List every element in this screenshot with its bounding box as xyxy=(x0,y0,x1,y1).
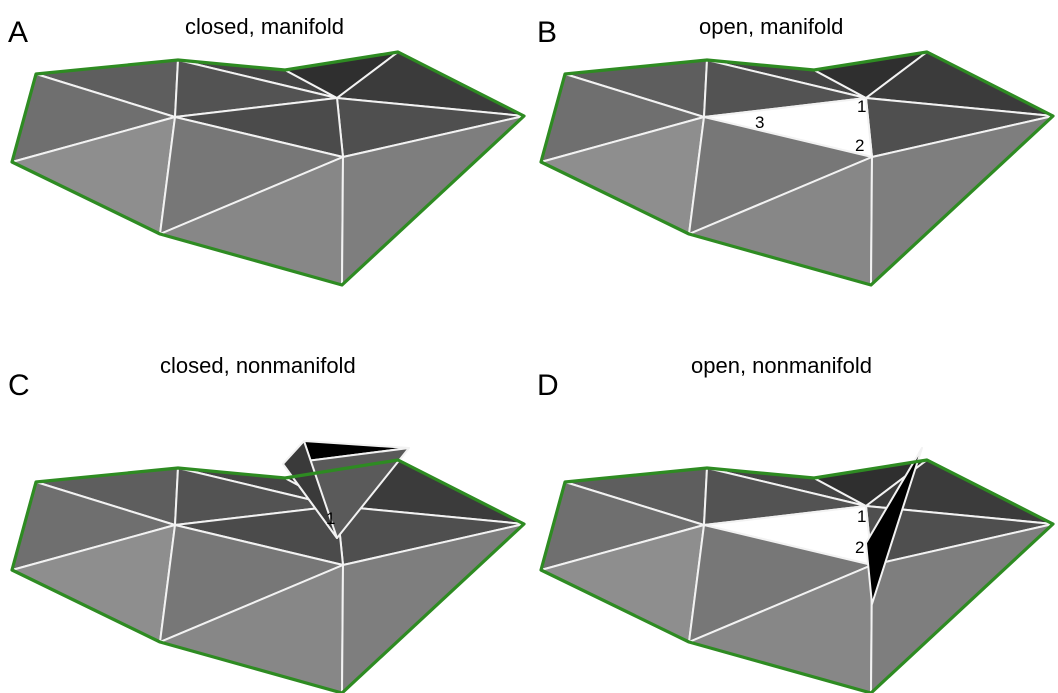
mesh-boundary xyxy=(10,458,526,693)
panel-c: C closed, nonmanifold 1 xyxy=(8,353,526,693)
panel-title: open, nonmanifold xyxy=(691,353,872,378)
panel-letter: D xyxy=(537,369,559,402)
vertex-label-1: 1 xyxy=(857,97,866,116)
triangle-mesh xyxy=(539,50,1055,287)
mesh-boundary xyxy=(539,50,1055,287)
panel-title: closed, nonmanifold xyxy=(160,353,356,378)
mesh-boundary xyxy=(539,458,1055,693)
vertex-label-1: 1 xyxy=(857,507,866,526)
vertex-label-1: 1 xyxy=(326,509,335,528)
triangle-mesh xyxy=(539,447,1055,693)
triangle-mesh xyxy=(10,50,526,287)
fin-face xyxy=(865,447,923,605)
vertex-label-2: 2 xyxy=(855,538,864,557)
triangle-mesh xyxy=(10,440,526,693)
panel-b: B open, manifold 1 2 3 xyxy=(537,14,1055,287)
panel-d: D open, nonmanifold 1 2 xyxy=(537,353,1055,693)
vertex-label-3: 3 xyxy=(755,113,764,132)
panel-a: A closed, manifold xyxy=(8,14,526,287)
vertex-label-2: 2 xyxy=(855,136,864,155)
panel-title: open, manifold xyxy=(699,14,843,39)
panel-letter: A xyxy=(8,16,28,49)
panel-title: closed, manifold xyxy=(185,14,344,39)
mesh-boundary xyxy=(10,50,526,287)
panel-letter: C xyxy=(8,369,30,402)
tetra-side-face xyxy=(282,440,338,539)
panel-letter: B xyxy=(537,16,557,49)
